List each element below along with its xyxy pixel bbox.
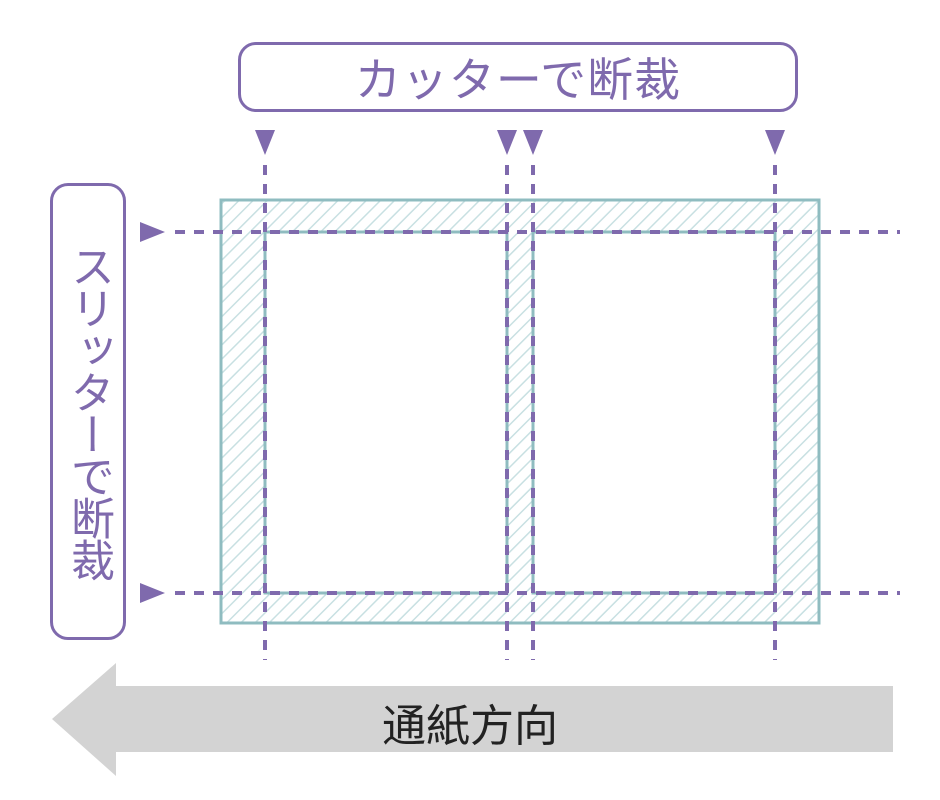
cut-lines bbox=[175, 165, 900, 660]
page-right bbox=[531, 230, 777, 595]
triangle-right-icon bbox=[140, 222, 165, 242]
feed-direction-label: 通紙方向 bbox=[382, 701, 558, 752]
cutter-label: カッターで断裁 bbox=[238, 42, 798, 112]
feed-direction-arrow bbox=[52, 663, 893, 776]
cut-markers bbox=[140, 130, 785, 603]
sheet bbox=[219, 198, 821, 625]
triangle-down-icon bbox=[255, 130, 275, 155]
triangle-down-icon bbox=[497, 130, 517, 155]
triangle-down-icon bbox=[523, 130, 543, 155]
triangle-right-icon bbox=[140, 583, 165, 603]
slitter-label: スリッターで断裁 bbox=[50, 183, 126, 640]
triangle-down-icon bbox=[765, 130, 785, 155]
page-left bbox=[263, 230, 509, 595]
